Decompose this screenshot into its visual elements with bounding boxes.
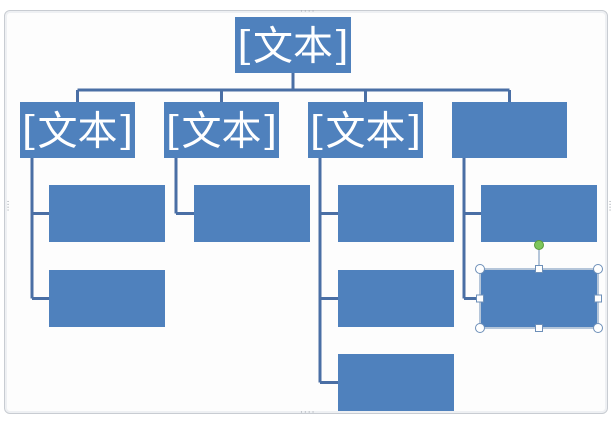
child-node-4-1[interactable] xyxy=(481,185,597,242)
frame-left-resize-handle[interactable]: ···· xyxy=(2,200,12,212)
frame-right-resize-handle[interactable]: ···· xyxy=(604,200,614,212)
resize-handle-top[interactable] xyxy=(535,265,543,273)
resize-handle-top-right[interactable] xyxy=(593,264,603,274)
branch-node-1-label: [文本] xyxy=(22,108,133,154)
child-node-3-3[interactable] xyxy=(338,354,454,411)
resize-handle-bottom-left[interactable] xyxy=(475,323,485,333)
branch-node-4[interactable] xyxy=(452,102,567,158)
child-node-3-2[interactable] xyxy=(338,270,454,327)
branch-node-1[interactable] xyxy=(20,102,135,158)
resize-handle-top-left[interactable] xyxy=(475,264,485,274)
child-node-4-2[interactable] xyxy=(481,270,597,327)
frame-bottom-resize-handle[interactable]: ···· xyxy=(300,408,316,418)
branch-node-2[interactable] xyxy=(164,102,279,158)
child-node-1-1[interactable] xyxy=(49,185,165,242)
root-node-label: [文本] xyxy=(237,23,348,69)
org-chart-nodes: [文本] [文本] [文本] [文本] xyxy=(20,17,597,411)
branch-node-2-label: [文本] xyxy=(166,108,277,154)
selection-handles xyxy=(475,240,603,333)
child-node-1-2[interactable] xyxy=(49,270,165,327)
resize-handle-bottom[interactable] xyxy=(535,324,543,332)
root-node[interactable] xyxy=(235,17,351,73)
rotate-handle[interactable] xyxy=(534,240,544,250)
child-node-2-1[interactable] xyxy=(194,185,310,242)
resize-handle-right[interactable] xyxy=(594,294,602,303)
frame-top-resize-handle[interactable]: ···· xyxy=(300,7,316,17)
resize-handle-bottom-right[interactable] xyxy=(593,323,603,333)
resize-handle-left[interactable] xyxy=(476,294,484,303)
branch-node-3[interactable] xyxy=(308,102,423,158)
child-node-3-1[interactable] xyxy=(338,185,454,242)
branch-node-3-label: [文本] xyxy=(310,108,421,154)
connector-lines xyxy=(30,73,511,384)
